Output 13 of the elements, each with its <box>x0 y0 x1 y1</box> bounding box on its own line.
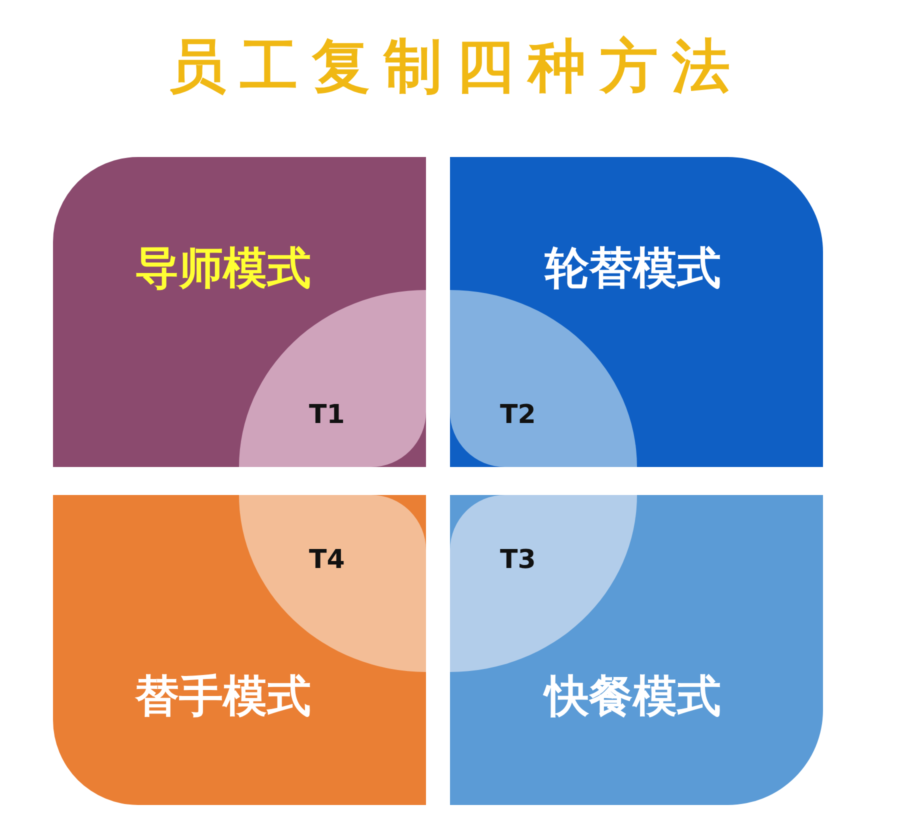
stage-label: T4 <box>309 545 345 575</box>
quadrant-panel <box>450 495 823 805</box>
mode-label: 替手模式 <box>135 670 311 724</box>
mode-label: 导师模式 <box>135 242 311 296</box>
quadrant-panel <box>450 157 823 467</box>
quadrant-panel <box>53 157 426 467</box>
stage-label: T1 <box>309 400 345 430</box>
quadrant-panel <box>53 495 426 805</box>
mode-label: 轮替模式 <box>545 242 721 296</box>
title: 员工复制四种方法 <box>167 31 745 102</box>
stage-label: T2 <box>500 400 536 430</box>
stage-label: T3 <box>500 545 536 575</box>
mode-label: 快餐模式 <box>545 670 721 724</box>
